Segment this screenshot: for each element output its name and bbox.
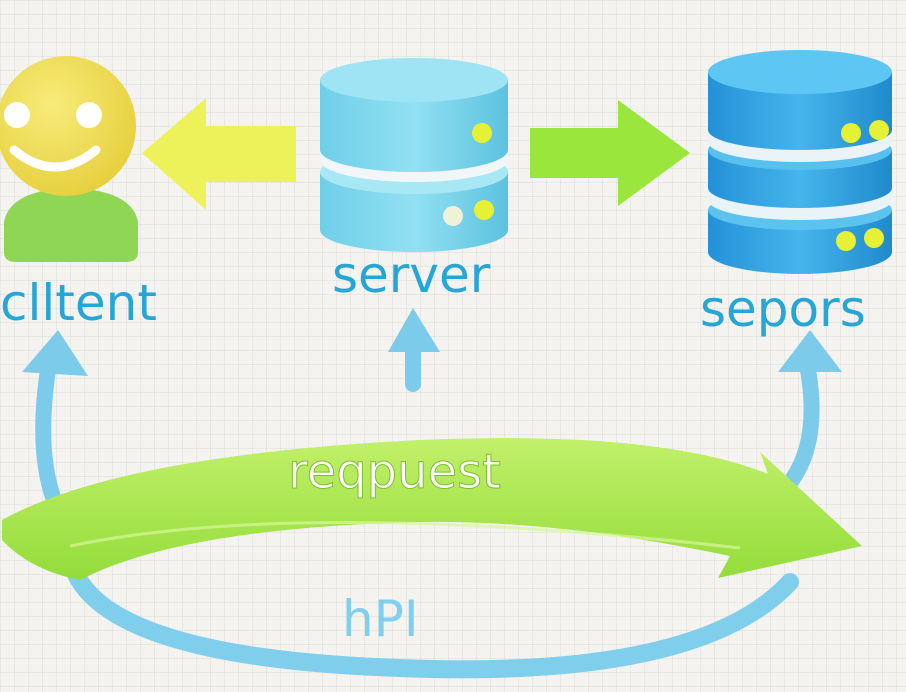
database-led-1 (841, 123, 861, 143)
client-eye-left (4, 102, 30, 128)
up-arrow-database-head (778, 330, 842, 372)
database-top (708, 50, 892, 94)
database-led-4 (864, 228, 884, 248)
server-led-2 (443, 206, 463, 226)
server-label: server (332, 246, 491, 304)
server-led-3 (474, 200, 494, 220)
server-to-database-arrow (530, 100, 690, 206)
server-node (320, 58, 508, 252)
database-node (708, 50, 892, 274)
hpi-label: hPI (342, 590, 419, 648)
client-eye-right (76, 102, 102, 128)
up-arrow-client (35, 362, 62, 508)
client-smile (9, 145, 101, 172)
client-label: clltent (0, 274, 157, 332)
up-arrow-server-head (388, 308, 440, 352)
request-band (2, 438, 862, 580)
client-body (4, 188, 138, 262)
hpi-loop (65, 561, 799, 679)
server-top (320, 58, 508, 102)
server-led-1 (472, 123, 492, 143)
server-upper-disk (320, 80, 508, 172)
database-led-2 (869, 120, 889, 140)
database-label: sepors (700, 280, 866, 338)
server-lower-disk (320, 172, 508, 252)
up-arrow-client-head (22, 330, 88, 376)
database-led-3 (836, 231, 856, 251)
server-to-client-arrow (142, 98, 296, 210)
request-label: reqpuest (288, 444, 501, 500)
client-node (0, 56, 138, 262)
up-arrow-database (784, 362, 820, 488)
